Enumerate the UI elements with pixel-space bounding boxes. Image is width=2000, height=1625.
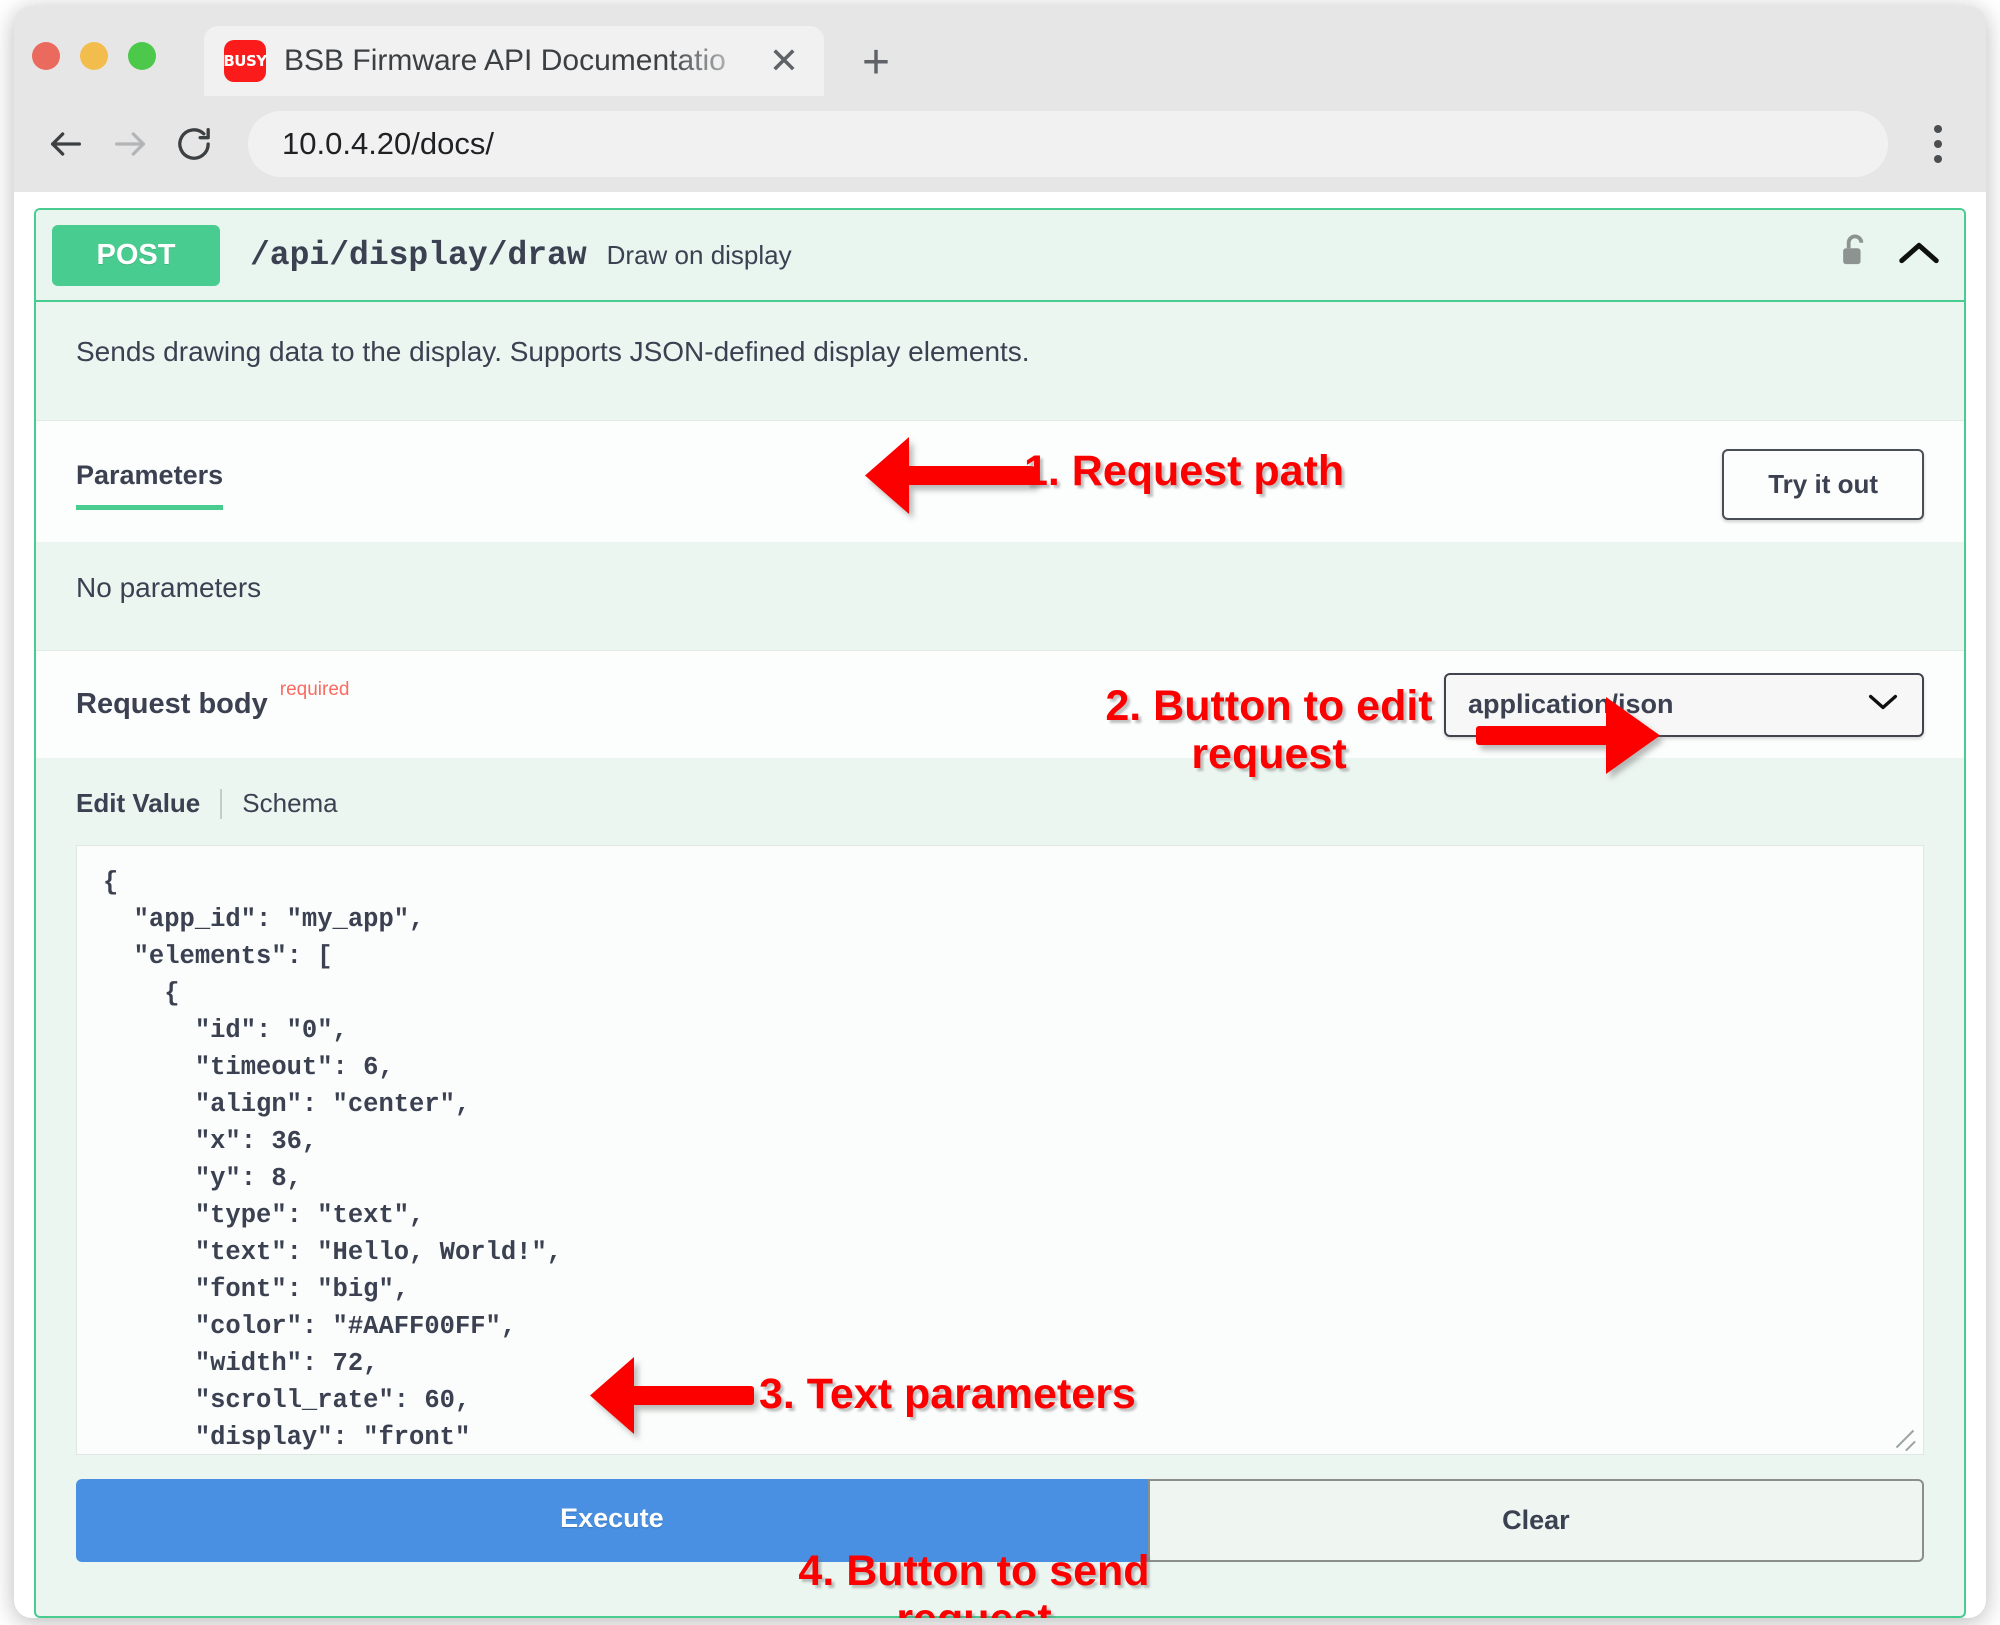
tab-parameters[interactable]: Parameters — [76, 460, 224, 510]
try-it-out-button[interactable]: Try it out — [1722, 449, 1924, 520]
endpoint-path: /api/display/draw — [250, 236, 587, 274]
opblock-body: Sends drawing data to the display. Suppo… — [36, 302, 1964, 1562]
address-bar[interactable]: 10.0.4.20/docs/ — [248, 111, 1888, 177]
back-arrow-icon[interactable] — [34, 112, 98, 176]
http-method-badge: POST — [52, 224, 220, 286]
window-minimize-button[interactable] — [80, 42, 108, 70]
kebab-menu-icon[interactable] — [1910, 112, 1966, 176]
browser-toolbar: 10.0.4.20/docs/ — [14, 96, 1986, 192]
menu-dot — [1934, 155, 1942, 163]
unlock-icon[interactable] — [1836, 230, 1874, 281]
request-body-header: Request body required application/json — [36, 650, 1964, 758]
tab-schema[interactable]: Schema — [242, 788, 338, 818]
menu-dot — [1934, 125, 1942, 133]
browser-window: BUSY BSB Firmware API Documentatio ✕ + — [14, 6, 1986, 1618]
page-viewport: POST /api/display/draw Draw on display — [14, 192, 1986, 1618]
tab-strip: BUSY BSB Firmware API Documentatio ✕ + — [14, 6, 1986, 96]
window-maximize-button[interactable] — [128, 42, 156, 70]
opblock-summary[interactable]: POST /api/display/draw Draw on display — [36, 210, 1964, 302]
editor-tabs: Edit Value Schema — [76, 788, 1924, 819]
request-body-label: Request body — [76, 688, 268, 720]
request-body-json: { "app_id": "my_app", "elements": [ { "i… — [103, 868, 563, 1452]
request-body-textarea[interactable]: { "app_id": "my_app", "elements": [ { "i… — [76, 845, 1924, 1455]
no-parameters-text: No parameters — [36, 542, 1964, 650]
window-close-button[interactable] — [32, 42, 60, 70]
tab-close-icon[interactable]: ✕ — [768, 40, 800, 81]
swagger-opblock-post-draw: POST /api/display/draw Draw on display — [34, 208, 1966, 1618]
endpoint-summary: Draw on display — [606, 239, 792, 270]
operation-description: Sends drawing data to the display. Suppo… — [76, 336, 1030, 367]
execute-button[interactable]: Execute — [76, 1479, 1148, 1562]
request-body-editor-area: Edit Value Schema { "app_id": "my_app", … — [36, 758, 1964, 1455]
favicon-busy-icon: BUSY — [223, 40, 267, 82]
tab-title: BSB Firmware API Documentatio — [284, 44, 726, 77]
window-traffic-lights — [32, 42, 156, 70]
required-badge: required — [279, 679, 350, 700]
content-type-value: application/json — [1468, 689, 1674, 719]
address-bar-url: 10.0.4.20/docs/ — [282, 126, 494, 161]
chevron-up-icon[interactable] — [1896, 237, 1942, 274]
new-tab-button[interactable]: + — [861, 36, 891, 89]
parameters-header: Parameters Try it out — [36, 420, 1964, 542]
menu-dot — [1934, 140, 1942, 148]
browser-tab[interactable]: BUSY BSB Firmware API Documentatio ✕ — [204, 26, 824, 96]
content-type-select[interactable]: application/json — [1444, 672, 1924, 737]
chevron-down-icon — [1866, 691, 1900, 718]
action-buttons-row: Execute Clear — [36, 1479, 1964, 1562]
tab-edit-value[interactable]: Edit Value — [76, 788, 201, 818]
reload-icon[interactable] — [162, 112, 226, 176]
editor-tab-divider — [220, 788, 223, 819]
forward-arrow-icon[interactable] — [98, 112, 162, 176]
textarea-resize-handle[interactable] — [1891, 1422, 1917, 1448]
clear-button[interactable]: Clear — [1147, 1479, 1924, 1562]
